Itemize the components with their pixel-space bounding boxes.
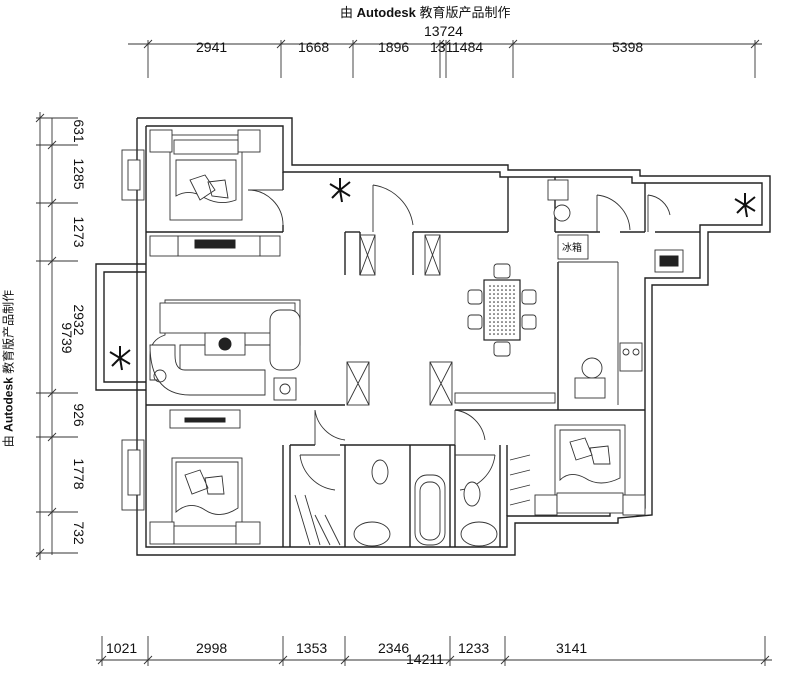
dim-top-1: 1668 (298, 39, 329, 55)
watermark-brand: Autodesk (356, 5, 416, 20)
dining-area (329, 178, 537, 357)
dim-bottom-total: 14211 (406, 651, 444, 667)
bottom-dimension-chain: 1021 2998 1353 2346 1233 3141 14211 (96, 636, 772, 667)
top-dimension-chain: 2941 1668 1896 131 1484 5398 13724 (128, 23, 762, 78)
dim-top-4: 1484 (452, 39, 483, 55)
left-dimension-chain: 631 1285 1273 2932 9739 926 1778 732 (35, 112, 87, 560)
plant-icon (734, 193, 756, 218)
toilet-icon (463, 481, 481, 507)
bedroom-top (127, 129, 281, 257)
dim-bottom-1: 2998 (196, 640, 227, 656)
plant-icon (109, 346, 131, 371)
dim-top-total: 13724 (424, 23, 463, 39)
dim-top-3: 131 (430, 39, 454, 55)
living-room (109, 299, 301, 429)
bedroom-bottom (127, 449, 261, 545)
dim-bottom-2: 1353 (296, 640, 327, 656)
dim-left-5: 1778 (71, 458, 87, 489)
washbasin-icon (460, 521, 498, 547)
dim-left-2: 1273 (71, 216, 87, 247)
dim-top-2: 1896 (378, 39, 409, 55)
bedroom-right (534, 424, 646, 516)
watermark-top: 由 Autodesk 教育版产品制作 (340, 2, 510, 21)
plant-icon (329, 178, 351, 203)
radiator-icon (127, 159, 141, 191)
watermark-prefix: 由 (340, 5, 357, 20)
dim-left-4: 926 (71, 403, 87, 427)
watermark-suffix: 教育版产品制作 (415, 5, 511, 20)
bathtub (414, 474, 446, 546)
dim-top-5: 5398 (612, 39, 643, 55)
dim-left-total: 9739 (59, 322, 75, 353)
dim-bottom-0: 1021 (106, 640, 137, 656)
sink (619, 342, 643, 372)
fridge (557, 234, 589, 260)
toilet-icon (553, 204, 571, 222)
dim-left-6: 732 (71, 521, 87, 545)
dim-left-3: 2932 (71, 304, 87, 335)
doors (247, 184, 671, 491)
bathrooms (294, 454, 531, 547)
walls (95, 117, 771, 556)
washbasin-icon (353, 521, 391, 547)
radiator-icon (127, 449, 141, 496)
dim-bottom-3: 2346 (378, 640, 409, 656)
dim-left-0: 631 (71, 119, 87, 143)
dim-bottom-4: 1233 (458, 640, 489, 656)
dim-left-1: 1285 (71, 158, 87, 189)
stove (581, 357, 603, 379)
dim-top-0: 2941 (196, 39, 227, 55)
toilet-icon (371, 459, 389, 485)
fridge-label: 冰箱 (562, 241, 582, 254)
kitchen: 冰箱 (547, 179, 756, 399)
dim-bottom-5: 3141 (556, 640, 587, 656)
